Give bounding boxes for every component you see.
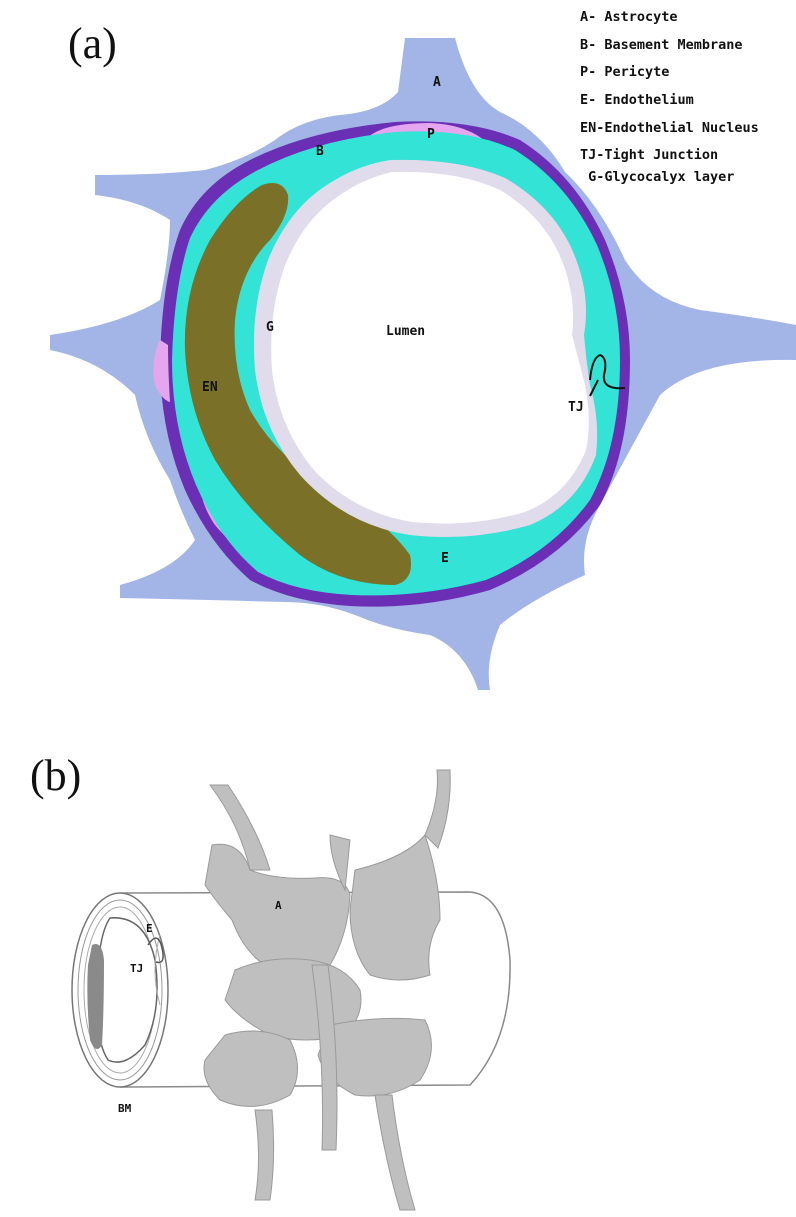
- endothelial-nucleus-b: [87, 944, 104, 1049]
- panel-a: (a) A P B G Lumen EN TJ E A- Astrocyte B…: [50, 9, 796, 690]
- panel-a-label: (a): [68, 19, 117, 68]
- label-endothelium: E: [441, 551, 449, 566]
- label-basement-membrane-b: BM: [118, 1102, 132, 1115]
- legend: A- Astrocyte B- Basement Membrane P- Per…: [580, 9, 759, 185]
- astrocyte-endfeet-b: [204, 770, 450, 1210]
- vessel-cross-section: [72, 893, 168, 1087]
- label-tight-junction: TJ: [568, 400, 584, 415]
- panel-b: (b): [30, 751, 510, 1210]
- legend-item: E- Endothelium: [580, 92, 694, 108]
- label-pericyte: P: [427, 127, 435, 142]
- label-lumen: Lumen: [386, 324, 425, 339]
- legend-item: P- Pericyte: [580, 64, 669, 80]
- panel-b-label: (b): [30, 751, 81, 800]
- legend-item: TJ-Tight Junction: [580, 147, 718, 163]
- legend-item: G-Glycocalyx layer: [580, 169, 734, 185]
- label-astrocyte: A: [433, 75, 441, 90]
- label-astrocyte-b: A: [275, 899, 282, 912]
- legend-item: A- Astrocyte: [580, 9, 678, 25]
- label-endothelium-b: E: [146, 922, 153, 935]
- legend-item: B- Basement Membrane: [580, 37, 743, 53]
- label-basement-membrane: B: [316, 144, 324, 159]
- label-tight-junction-b: TJ: [130, 962, 143, 975]
- label-glycocalyx: G: [266, 320, 274, 335]
- label-endothelial-nucleus: EN: [202, 380, 218, 395]
- legend-item: EN-Endothelial Nucleus: [580, 120, 759, 136]
